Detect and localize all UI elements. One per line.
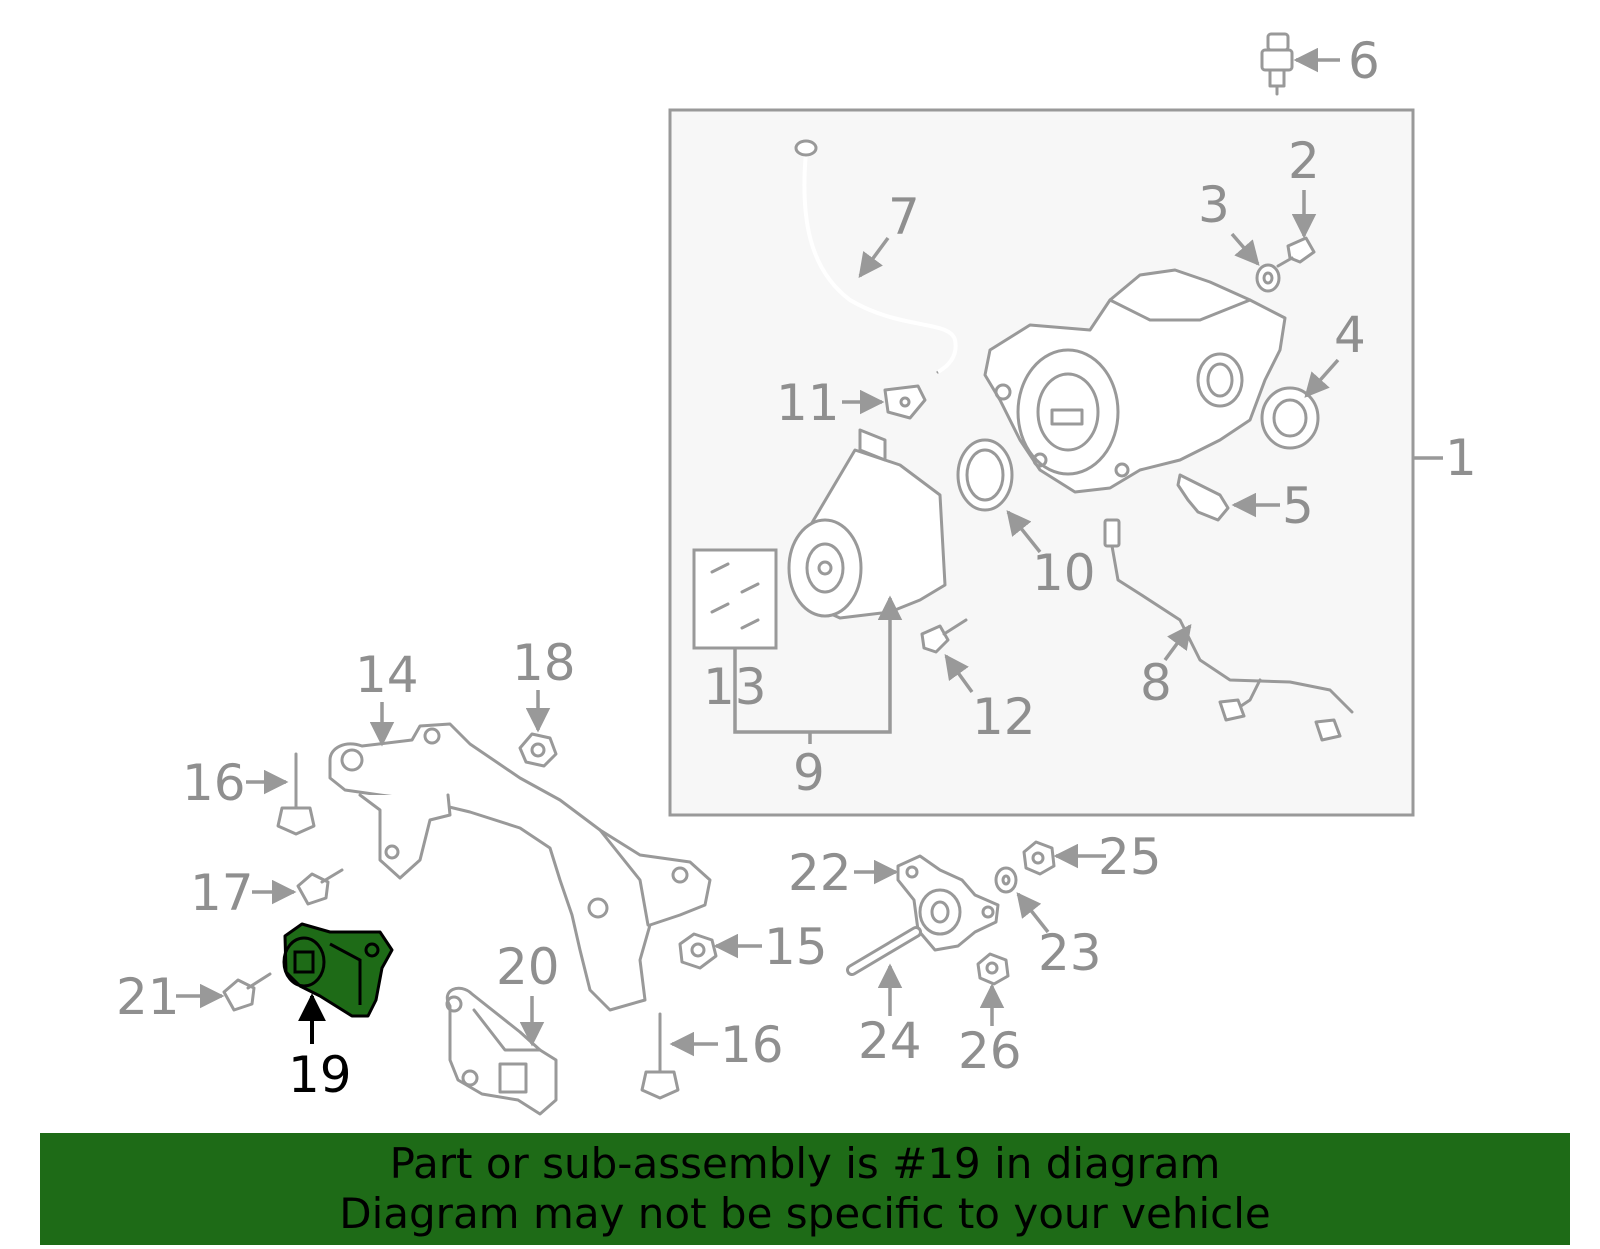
part-26-nut[interactable] bbox=[976, 952, 1010, 986]
banner-line-2: Diagram may not be specific to your vehi… bbox=[339, 1189, 1271, 1238]
callout-18: 18 bbox=[512, 634, 576, 692]
callout-20: 20 bbox=[496, 938, 560, 996]
callout-3: 3 bbox=[1198, 176, 1230, 234]
callout-8: 8 bbox=[1140, 654, 1172, 712]
callout-12: 12 bbox=[972, 688, 1036, 746]
part-18-nut[interactable] bbox=[518, 732, 558, 768]
callout-24: 24 bbox=[858, 1012, 922, 1070]
part-9-actuator[interactable] bbox=[787, 428, 947, 620]
callout-6: 6 bbox=[1348, 32, 1380, 90]
callout-15: 15 bbox=[764, 918, 828, 976]
callout-19: 19 bbox=[288, 1046, 352, 1104]
part-8-wiring-harness[interactable] bbox=[1103, 518, 1354, 742]
part-17-bolt[interactable] bbox=[296, 868, 344, 906]
part-3-washer[interactable] bbox=[1255, 263, 1281, 293]
part-15-nut[interactable] bbox=[678, 932, 718, 970]
part-23-washer[interactable] bbox=[994, 866, 1018, 894]
callout-23: 23 bbox=[1038, 924, 1102, 982]
part-22-mount[interactable] bbox=[896, 854, 1000, 952]
callout-4: 4 bbox=[1334, 306, 1366, 364]
callout-7: 7 bbox=[888, 188, 920, 246]
callout-17: 17 bbox=[190, 864, 254, 922]
callout-26: 26 bbox=[958, 1022, 1022, 1080]
callout-22: 22 bbox=[788, 844, 852, 902]
part-20-bracket[interactable] bbox=[445, 986, 558, 1116]
callout-2: 2 bbox=[1288, 132, 1320, 190]
part-19-mount-bracket[interactable] bbox=[282, 922, 394, 1018]
part-10-gasket[interactable] bbox=[956, 438, 1014, 512]
part-2-bolt[interactable] bbox=[1276, 236, 1316, 268]
part-12-bolt[interactable] bbox=[920, 618, 968, 654]
callout-14: 14 bbox=[355, 646, 419, 704]
part-21-bolt[interactable] bbox=[222, 972, 272, 1012]
callout-1: 1 bbox=[1445, 429, 1477, 487]
part-5-sensor[interactable] bbox=[1176, 473, 1230, 522]
callout-13: 13 bbox=[703, 658, 767, 716]
callout-16a: 16 bbox=[182, 754, 246, 812]
info-banner: Part or sub-assembly is #19 in diagram D… bbox=[40, 1133, 1570, 1245]
part-16-bolt-upper[interactable] bbox=[276, 752, 316, 836]
part-16-bolt-lower[interactable] bbox=[640, 1012, 680, 1100]
part-24-rod[interactable] bbox=[846, 926, 922, 976]
differential-housing[interactable] bbox=[983, 268, 1287, 494]
callout-21: 21 bbox=[116, 968, 180, 1026]
callout-5: 5 bbox=[1282, 477, 1314, 535]
part-25-nut[interactable] bbox=[1022, 840, 1056, 876]
part-14-crossmember[interactable] bbox=[328, 722, 712, 1012]
callout-25: 25 bbox=[1098, 828, 1162, 886]
callout-11: 11 bbox=[776, 374, 840, 432]
part-7-breather-hose[interactable] bbox=[794, 139, 958, 374]
part-4-seal[interactable] bbox=[1260, 386, 1320, 450]
part-6-sensor[interactable] bbox=[1260, 32, 1294, 96]
part-13-pin-set[interactable] bbox=[692, 548, 778, 650]
part-11-clip[interactable] bbox=[883, 384, 927, 420]
callout-9: 9 bbox=[793, 744, 825, 802]
banner-line-1: Part or sub-assembly is #19 in diagram bbox=[389, 1139, 1221, 1188]
callout-16b: 16 bbox=[720, 1016, 784, 1074]
callout-10: 10 bbox=[1032, 544, 1096, 602]
